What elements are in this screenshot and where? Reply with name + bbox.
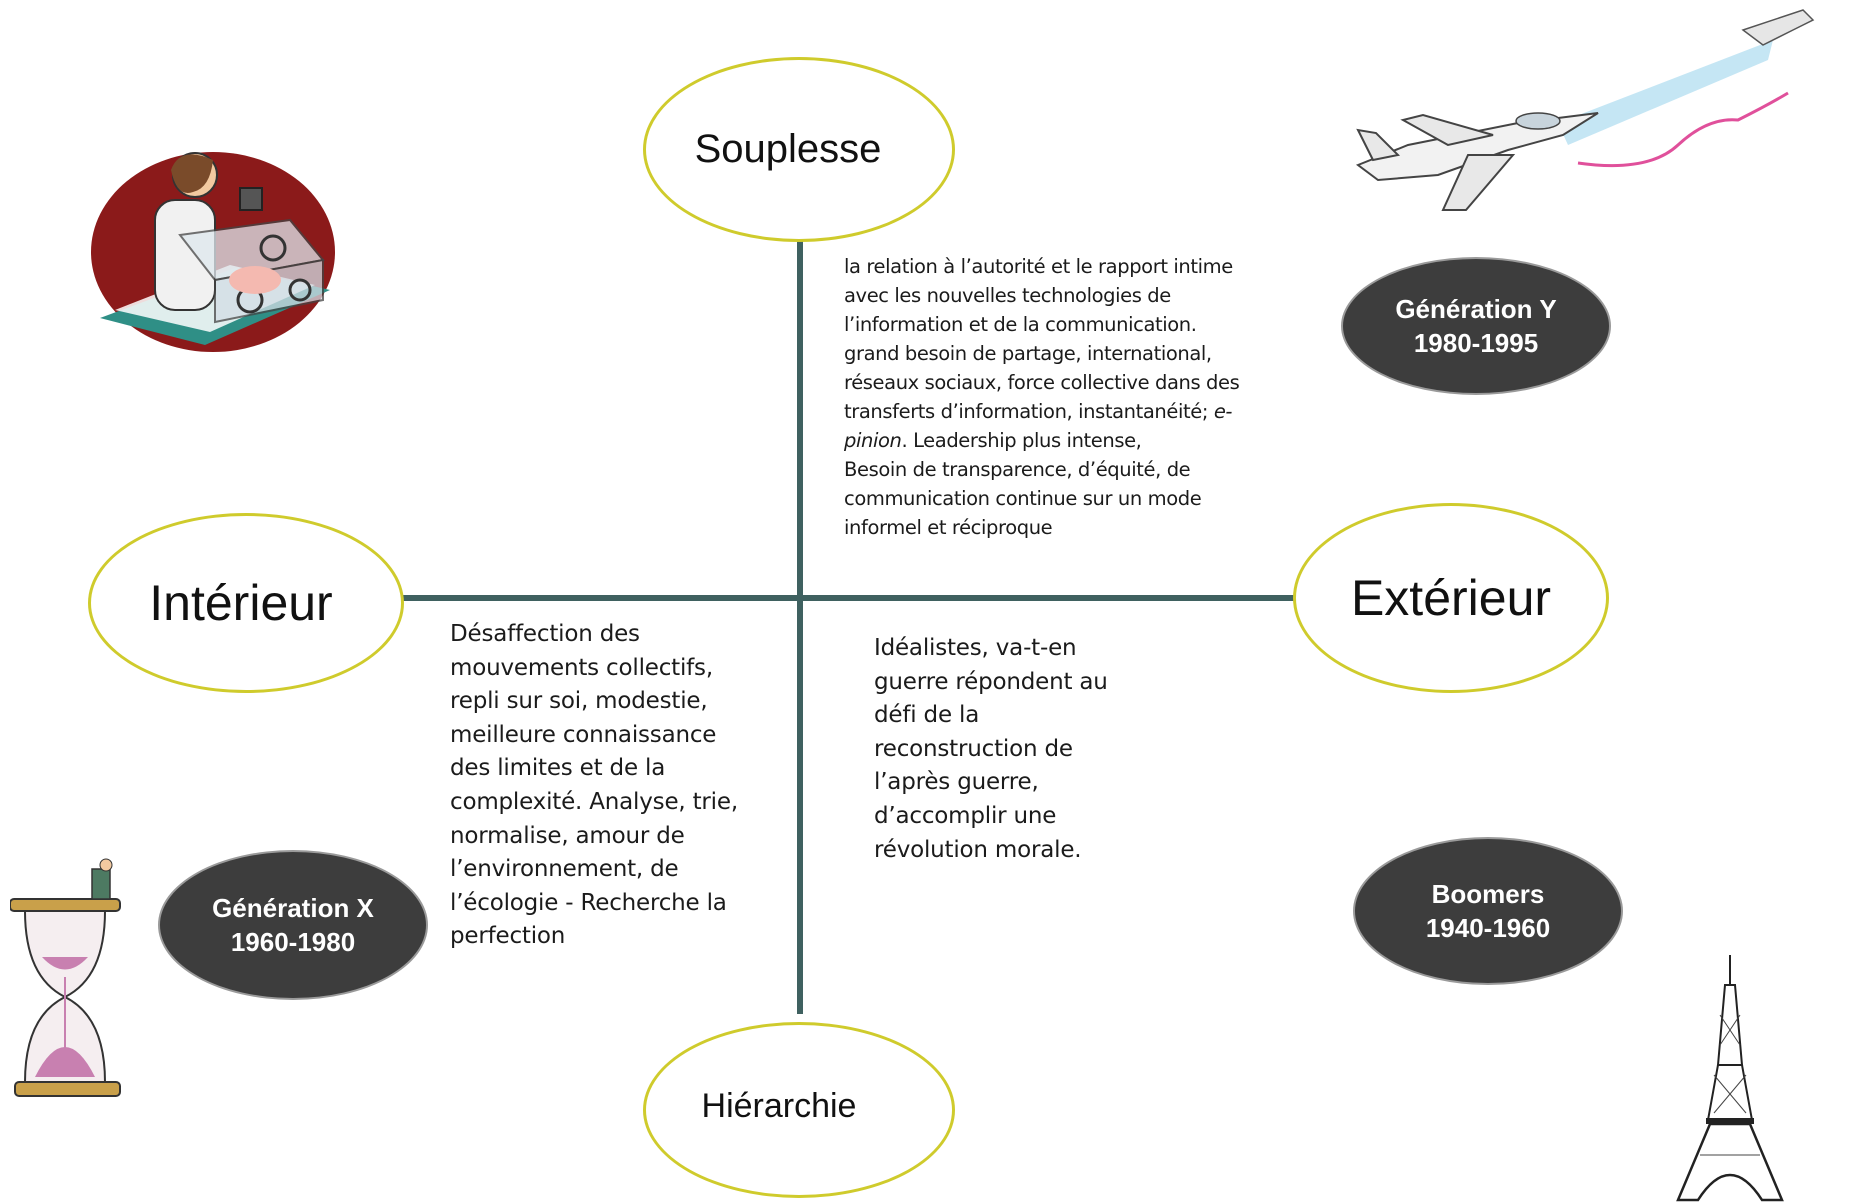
description-line: repli sur soi, modestie, — [450, 688, 708, 715]
description-line: guerre répondent au — [874, 668, 1108, 695]
axis-label-bottom-ellipse: Hiérarchie — [643, 1022, 955, 1198]
description-line: reconstruction de — [874, 735, 1073, 762]
eiffel-tower-icon — [1676, 955, 1784, 1202]
description-line: avec les nouvelles technologies de — [844, 284, 1171, 307]
axis-label-left-ellipse: Intérieur — [88, 513, 404, 693]
description-line: pinion. Leadership plus intense, — [844, 426, 1274, 455]
description-line: complexité. Analyse, trie, — [450, 788, 738, 815]
description-line: normalise, amour de — [450, 822, 685, 849]
description-line: défi de la — [874, 702, 980, 729]
jet-planes-icon — [1355, 9, 1815, 211]
axis-label-top-ellipse: Souplesse — [643, 57, 955, 242]
description-line: l’information et de la communication. — [844, 313, 1197, 336]
hourglass-icon — [10, 858, 121, 1097]
description-line: Idéalistes, va-t-en — [874, 635, 1077, 661]
description-line: meilleure connaissance — [450, 721, 717, 748]
nurse-incubator-icon — [91, 152, 335, 352]
description-line: d’accomplir une — [874, 802, 1057, 829]
description-line: transferts d’information, instantanéité;… — [844, 397, 1274, 426]
generation-x-name: Génération X — [212, 893, 374, 923]
description-line: grand besoin de partage, international, — [844, 342, 1212, 365]
generation-y-years: 1980-1995 — [1413, 328, 1539, 358]
description-line: la relation à l’autorité et le rapport i… — [844, 255, 1233, 278]
description-line: l’écologie - Recherche la — [450, 889, 727, 916]
description-line: mouvements collectifs, — [450, 654, 713, 681]
generation-x-description: Désaffection des mouvements collectifs, … — [450, 618, 760, 954]
description-line: Besoin de transparence, d’équité, de — [844, 458, 1191, 481]
description-line: l’après guerre, — [874, 769, 1039, 796]
description-line: révolution morale. — [874, 836, 1082, 863]
description-text: . Leadership plus intense, — [901, 429, 1142, 452]
vertical-axis — [797, 238, 803, 1014]
generation-y-description: la relation à l’autorité et le rapport i… — [844, 252, 1274, 542]
boomers-badge: Boomers 1940-1960 — [1353, 837, 1623, 985]
boomers-description: Idéalistes, va-t-en guerre répondent au … — [874, 632, 1174, 867]
axis-label-bottom: Hiérarchie — [701, 1086, 857, 1125]
description-text: transferts d’information, instantanéité; — [844, 400, 1214, 423]
axis-label-right: Extérieur — [1350, 570, 1552, 626]
description-line: communication continue sur un mode — [844, 487, 1202, 510]
axis-label-top: Souplesse — [694, 127, 882, 171]
horizontal-axis — [400, 595, 1300, 601]
generation-x-years: 1960-1980 — [230, 927, 356, 957]
description-line: informel et réciproque — [844, 516, 1053, 539]
generation-y-name: Génération Y — [1395, 294, 1557, 324]
description-line: Désaffection des — [450, 621, 640, 647]
boomers-years: 1940-1960 — [1425, 913, 1551, 943]
boomers-name: Boomers — [1431, 879, 1545, 909]
axis-label-left: Intérieur — [149, 575, 333, 631]
description-italic-text: pinion — [844, 429, 902, 452]
description-line: l’environnement, de — [450, 856, 679, 883]
description-line: réseaux sociaux, force collective dans d… — [844, 371, 1240, 394]
axis-label-right-ellipse: Extérieur — [1293, 503, 1609, 693]
description-line: perfection — [450, 923, 566, 950]
generation-x-badge: Génération X 1960-1980 — [158, 850, 428, 1000]
generation-y-badge: Génération Y 1980-1995 — [1341, 257, 1611, 395]
description-line: des limites et de la — [450, 755, 666, 782]
description-italic-text: e- — [1213, 400, 1233, 423]
